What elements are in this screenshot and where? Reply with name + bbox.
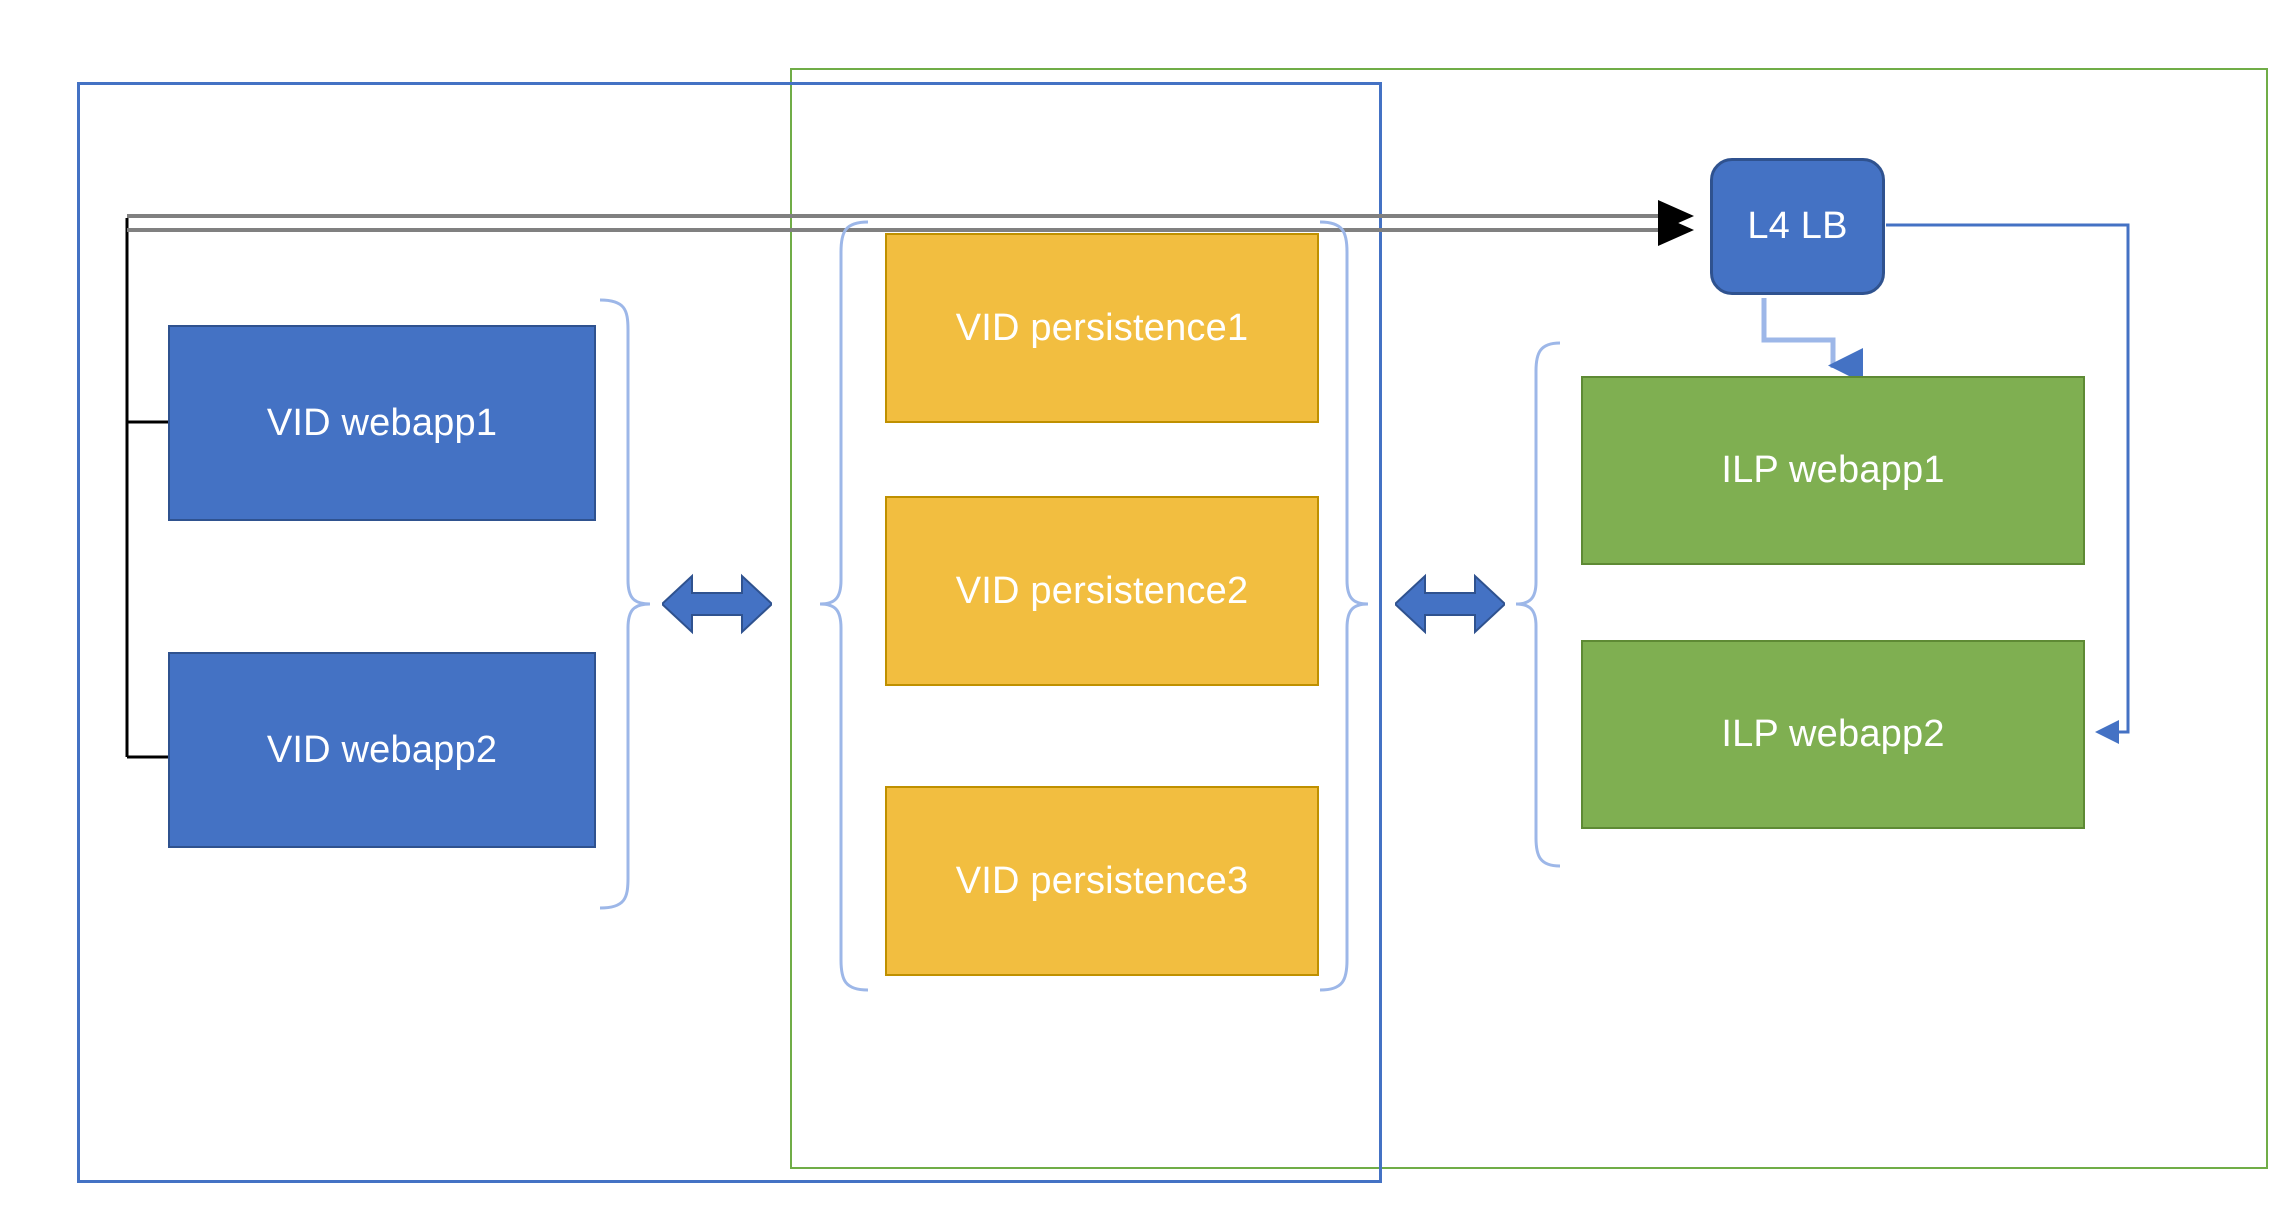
node-vid-webapp1-label: VID webapp1: [266, 401, 498, 444]
node-vid-webapp2-label: VID webapp2: [266, 728, 498, 771]
node-vid-webapp2[interactable]: VID webapp2: [168, 652, 596, 848]
node-ilp-webapp2-label: ILP webapp2: [1721, 713, 1945, 755]
node-vid-persistence2-label: VID persistence2: [955, 569, 1249, 612]
bidirectional-arrow-persistence-ilp: [1395, 573, 1505, 635]
bidirectional-arrow-webapp-persistence: [662, 573, 772, 635]
node-vid-persistence3[interactable]: VID persistence3: [885, 786, 1319, 976]
node-ilp-webapp1[interactable]: ILP webapp1: [1581, 376, 2085, 565]
ilp-zone-boundary: [790, 68, 2268, 1169]
node-vid-webapp1[interactable]: VID webapp1: [168, 325, 596, 521]
node-ilp-webapp2[interactable]: ILP webapp2: [1581, 640, 2085, 829]
node-vid-persistence3-label: VID persistence3: [955, 859, 1249, 902]
node-vid-persistence1[interactable]: VID persistence1: [885, 233, 1319, 423]
vid-zone-boundary: [77, 82, 1382, 1183]
node-vid-persistence1-label: VID persistence1: [955, 306, 1249, 349]
node-l4-load-balancer[interactable]: L4 LB: [1710, 158, 1885, 295]
node-ilp-webapp1-label: ILP webapp1: [1721, 449, 1945, 491]
node-vid-persistence2[interactable]: VID persistence2: [885, 496, 1319, 686]
node-l4-lb-label: L4 LB: [1747, 205, 1848, 247]
